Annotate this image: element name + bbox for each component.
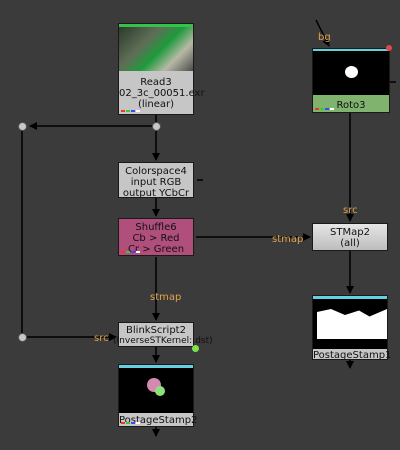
- channel-swatch: [121, 110, 140, 112]
- read-filename: 02_3c_00051.exr: [119, 88, 205, 99]
- roto-input-marker-icon: [386, 45, 392, 51]
- roto-shape-icon: [345, 66, 358, 78]
- roto-thumbnail: [313, 49, 389, 95]
- blinkscript-status-icon: [192, 345, 199, 352]
- edge-label-bg: bg: [318, 32, 331, 43]
- blinkscript-kernel: (InverseSTKernel::dst): [113, 336, 213, 346]
- dot-node-icon[interactable]: [152, 122, 161, 131]
- stmap-node[interactable]: STMap2 (all): [312, 223, 388, 251]
- roto-node[interactable]: Roto3: [312, 48, 390, 113]
- dot-node-icon[interactable]: [18, 333, 27, 342]
- postagestamp2-thumbnail: [119, 365, 193, 413]
- read-node[interactable]: Read3 02_3c_00051.exr (linear): [118, 23, 205, 115]
- blinkscript-title: BlinkScript2: [126, 325, 186, 336]
- colorspace-output: output YCbCr: [122, 188, 190, 199]
- shuffle-cr: Cr > Green: [127, 244, 185, 255]
- postagestamp2-node[interactable]: PostageStamp2: [118, 364, 198, 427]
- edge-label-stmap-input: stmap: [272, 234, 304, 245]
- read-colorspace: (linear): [137, 99, 175, 110]
- dot-node-icon[interactable]: [18, 122, 27, 131]
- shuffle-title: Shuffle6: [135, 222, 177, 233]
- postagestamp2-title: PostageStamp2: [119, 415, 198, 426]
- postagestamp1-node[interactable]: PostageStamp1: [312, 295, 392, 361]
- edge-label-stmap-blink: stmap: [150, 292, 182, 303]
- stmap-mode: (all): [340, 238, 360, 249]
- channel-swatch: [121, 422, 140, 424]
- edge-label-src-blink: src: [94, 333, 109, 344]
- read-title: Read3: [140, 77, 172, 88]
- read-thumbnail: [119, 24, 193, 71]
- shuffle-cb: Cb > Red: [132, 233, 180, 244]
- edge-bg-to-roto: [315, 19, 330, 47]
- roto-title: Roto3: [336, 100, 366, 111]
- stmap-title: STMap2: [330, 227, 370, 238]
- colorspace-input: input RGB: [130, 177, 182, 188]
- blinkscript-node[interactable]: BlinkScript2 (InverseSTKernel::dst): [113, 322, 213, 347]
- channel-swatch: [315, 108, 334, 110]
- postagestamp1-title: PostageStamp1: [313, 350, 392, 361]
- shuffle-node[interactable]: Shuffle6 Cb > Red Cr > Green: [118, 218, 194, 256]
- colorspace-node[interactable]: Colorspace4 input RGB output YCbCr: [118, 162, 194, 199]
- colorspace-title: Colorspace4: [125, 166, 187, 177]
- edge-label-src-stmap: src: [343, 205, 358, 216]
- channel-swatch: [121, 251, 140, 253]
- postagestamp1-thumbnail: [313, 296, 387, 349]
